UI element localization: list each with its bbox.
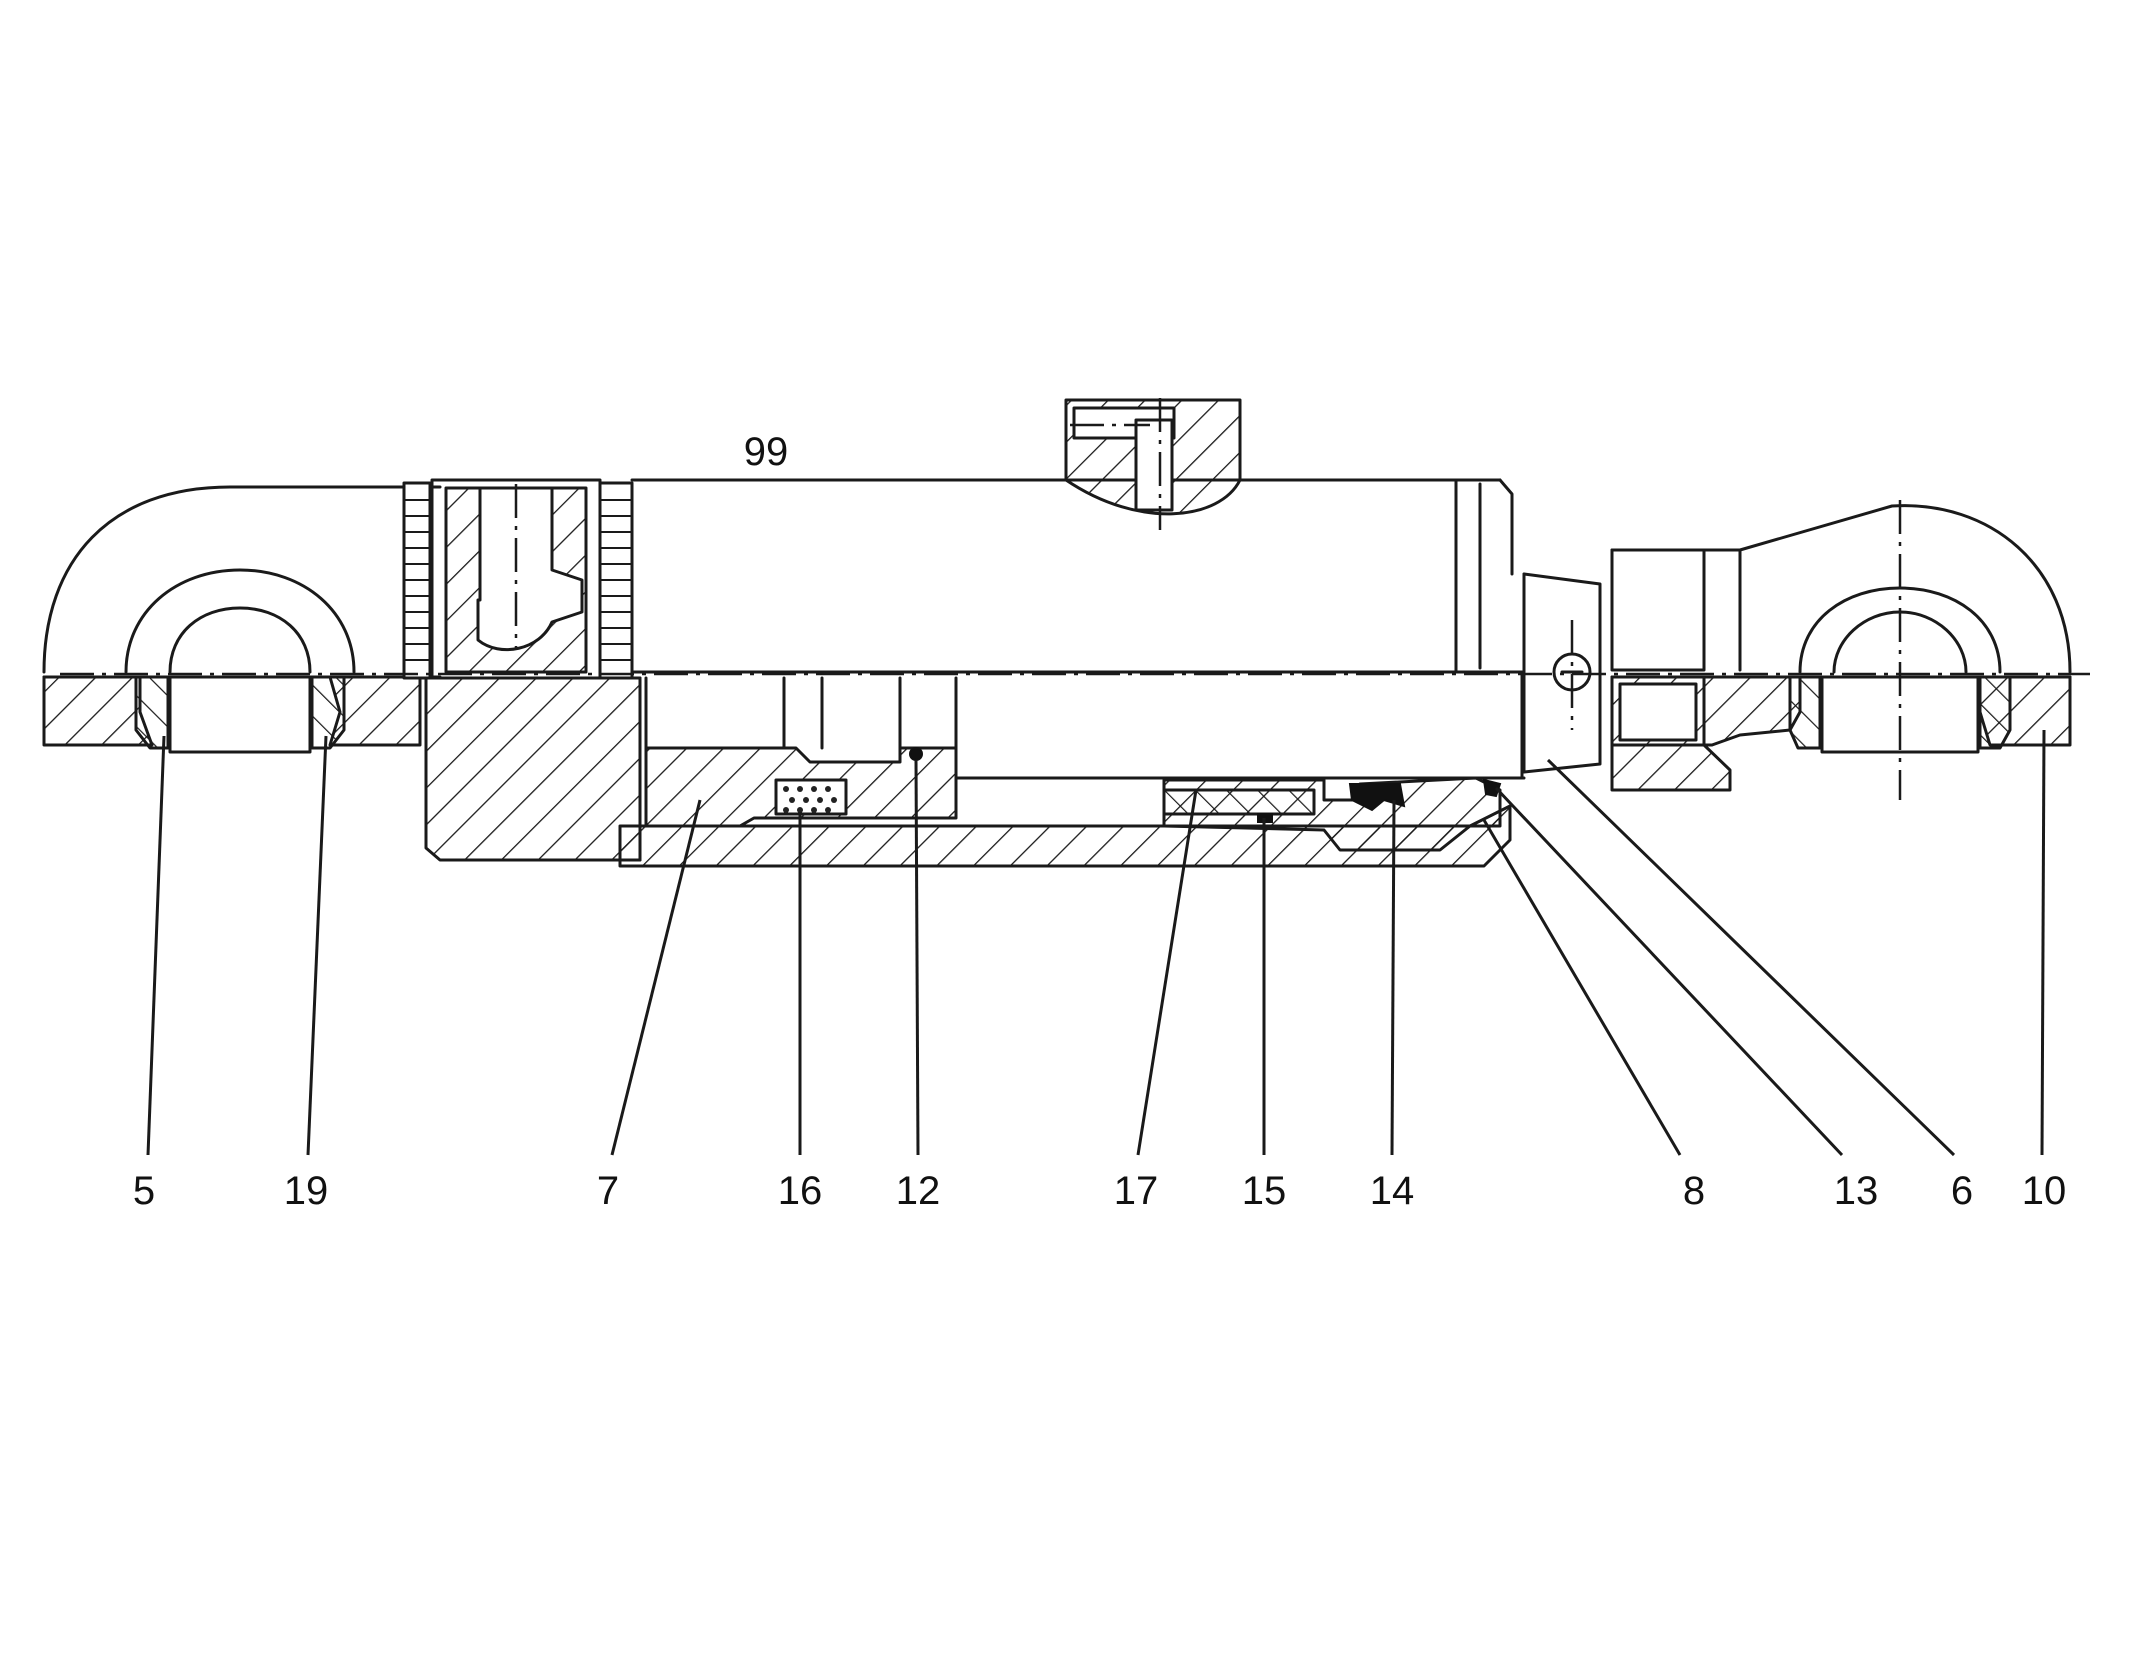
callout-13: 13	[1834, 1169, 1879, 1213]
leader-lines	[146, 729, 2046, 1157]
piston-rod	[954, 670, 1526, 780]
piston	[644, 676, 958, 828]
callout-6: 6	[1951, 1169, 1973, 1213]
cylinder-end-cap	[402, 478, 642, 862]
cylinder-tube	[630, 398, 1524, 674]
rod-guide-head	[1162, 776, 1502, 852]
callout-10: 10	[2022, 1169, 2067, 1213]
callout-8: 8	[1683, 1169, 1705, 1213]
callout-7: 7	[597, 1169, 619, 1213]
callout-numbers: 5 19 7 16 12 17 15 14 8 13 6 10	[133, 1169, 2066, 1213]
callout-5: 5	[133, 1169, 155, 1213]
callout-12: 12	[896, 1169, 941, 1213]
callout-16: 16	[778, 1169, 823, 1213]
label-99: 99	[744, 430, 789, 474]
left-clevis-eye	[42, 485, 442, 754]
callout-14: 14	[1370, 1169, 1415, 1213]
right-rod-eye	[1610, 500, 2072, 800]
callout-15: 15	[1242, 1169, 1287, 1213]
callout-17: 17	[1114, 1169, 1159, 1213]
callout-19: 19	[284, 1169, 329, 1213]
rod-end-collar	[1522, 572, 1602, 774]
